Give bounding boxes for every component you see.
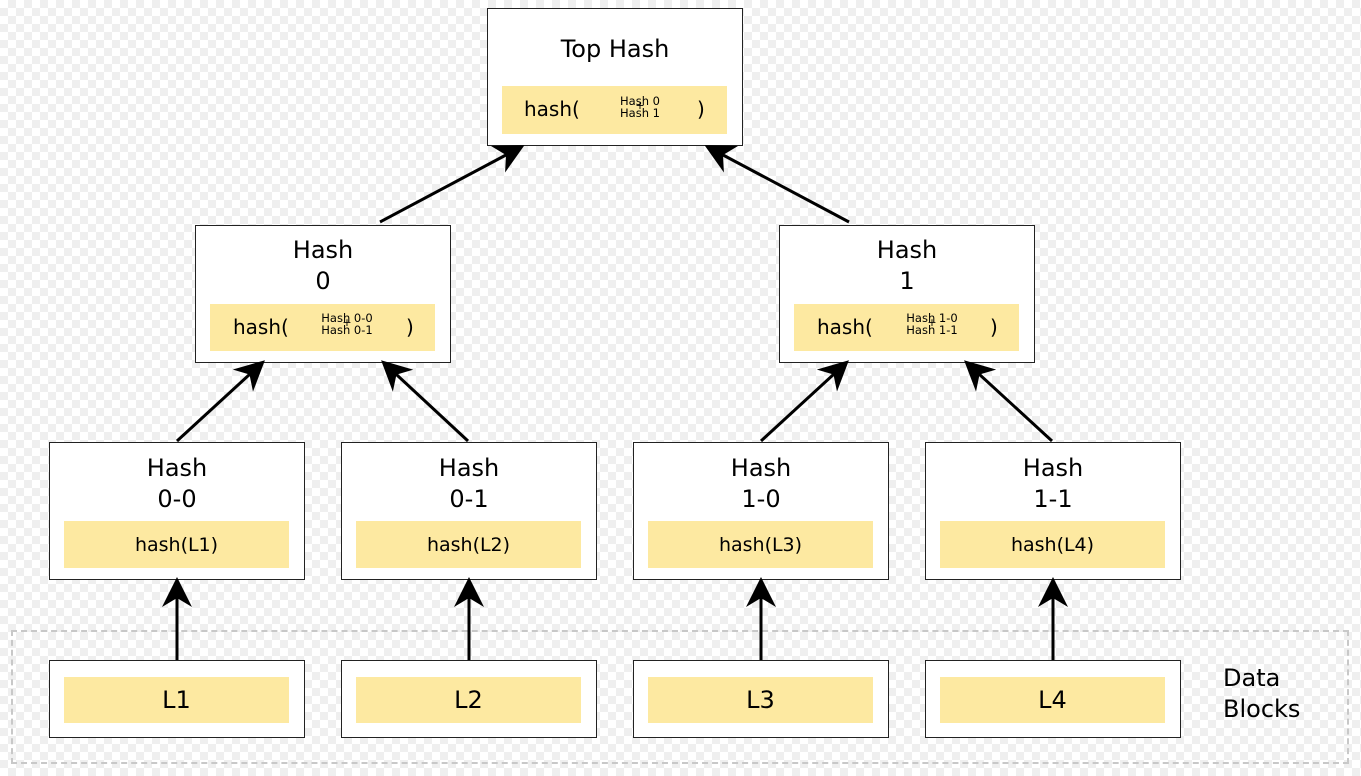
top-hash-args: Hash 0 + Hash 1 xyxy=(610,95,670,119)
hash-1-0-title-line-2: 1-0 xyxy=(741,485,781,513)
hash-1-title-line-1: Hash xyxy=(876,236,938,264)
hash-1-1-title-line-2: 1-1 xyxy=(1033,485,1073,513)
hash-0-arg-b: Hash 0-1 xyxy=(321,323,373,337)
top-hash-node: Top Hash hash( Hash 0 + Hash 1 ) xyxy=(487,8,743,146)
arrow-hash-1-0-to-hash-1 xyxy=(759,360,849,443)
data-block-l4-label: L4 xyxy=(940,677,1165,723)
hash-1-args: Hash 1-0 + Hash 1-1 xyxy=(900,312,964,336)
hash-1-1-title-line-1: Hash xyxy=(1022,454,1084,482)
hash-0-1-title: Hash 0-1 xyxy=(342,453,596,515)
hash-0-0-node: Hash 0-0 hash(L1) xyxy=(49,442,305,580)
data-blocks-region xyxy=(11,630,1349,764)
hash-0-args: Hash 0-0 + Hash 0-1 xyxy=(314,312,380,336)
hash-0-close: ) xyxy=(406,315,414,339)
hash-1-title-line-2: 1 xyxy=(899,267,915,295)
data-blocks-label: Data Blocks xyxy=(1223,663,1300,725)
hash-1-formula: hash( Hash 1-0 + Hash 1-1 ) xyxy=(794,304,1019,351)
hash-0-1-title-line-1: Hash xyxy=(438,454,500,482)
data-blocks-label-line-2: Blocks xyxy=(1223,695,1301,723)
top-hash-formula: hash( Hash 0 + Hash 1 ) xyxy=(502,86,727,134)
hash-1-1-title: Hash 1-1 xyxy=(926,453,1180,515)
hash-1-0-title-line-1: Hash xyxy=(730,454,792,482)
hash-1-1-node: Hash 1-1 hash(L4) xyxy=(925,442,1181,580)
arrow-hash-0-1-to-hash-0 xyxy=(381,360,470,443)
hash-1-node: Hash 1 hash( Hash 1-0 + Hash 1-1 ) xyxy=(779,225,1035,363)
hash-1-0-title: Hash 1-0 xyxy=(634,453,888,515)
hash-0-formula: hash( Hash 0-0 + Hash 0-1 ) xyxy=(210,304,435,351)
hash-1-func: hash( xyxy=(817,315,873,339)
top-hash-plus: + xyxy=(635,99,645,112)
data-block-l1-label: L1 xyxy=(64,677,289,723)
hash-0-func: hash( xyxy=(233,315,289,339)
data-block-l4: L4 xyxy=(925,660,1181,738)
hash-0-1-node: Hash 0-1 hash(L2) xyxy=(341,442,597,580)
hash-1-0-node: Hash 1-0 hash(L3) xyxy=(633,442,889,580)
data-block-l1: L1 xyxy=(49,660,305,738)
hash-1-plus: + xyxy=(927,316,937,329)
top-hash-title: Top Hash xyxy=(560,35,670,63)
hash-0-0-title-line-1: Hash xyxy=(146,454,208,482)
hash-1-1-formula: hash(L4) xyxy=(940,521,1165,568)
hash-0-node: Hash 0 hash( Hash 0-0 + Hash 0-1 ) xyxy=(195,225,451,363)
data-block-l2-label: L2 xyxy=(356,677,581,723)
hash-0-0-formula: hash(L1) xyxy=(64,521,289,568)
hash-0-1-title-line-2: 0-1 xyxy=(449,485,489,513)
hash-1-0-formula: hash(L3) xyxy=(648,521,873,568)
arrow-hash-0-0-to-hash-0 xyxy=(175,360,265,443)
data-blocks-label-line-1: Data xyxy=(1223,664,1281,692)
hash-0-0-title: Hash 0-0 xyxy=(50,453,304,515)
hash-1-title: Hash 1 xyxy=(780,235,1034,297)
hash-0-1-formula: hash(L2) xyxy=(356,521,581,568)
hash-0-arg-a: Hash 0-0 xyxy=(321,311,373,325)
top-hash-close: ) xyxy=(697,97,705,121)
top-hash-func: hash( xyxy=(524,97,580,121)
arrow-hash-0-to-top xyxy=(379,145,525,224)
hash-0-0-title-line-2: 0-0 xyxy=(157,485,197,513)
hash-1-arg-b: Hash 1-1 xyxy=(906,323,958,337)
data-block-l3: L3 xyxy=(633,660,889,738)
hash-0-title-line-2: 0 xyxy=(315,267,331,295)
hash-1-close: ) xyxy=(990,315,998,339)
hash-1-arg-a: Hash 1-0 xyxy=(906,311,958,325)
data-block-l2: L2 xyxy=(341,660,597,738)
top-hash-arg-a: Hash 0 xyxy=(620,94,660,108)
hash-0-title-line-1: Hash xyxy=(292,236,354,264)
data-block-l3-label: L3 xyxy=(648,677,873,723)
arrow-hash-1-to-top xyxy=(704,145,850,224)
hash-0-title: Hash 0 xyxy=(196,235,450,297)
hash-0-plus: + xyxy=(342,316,352,329)
top-hash-arg-b: Hash 1 xyxy=(620,106,660,120)
arrow-hash-1-1-to-hash-1 xyxy=(964,360,1054,443)
